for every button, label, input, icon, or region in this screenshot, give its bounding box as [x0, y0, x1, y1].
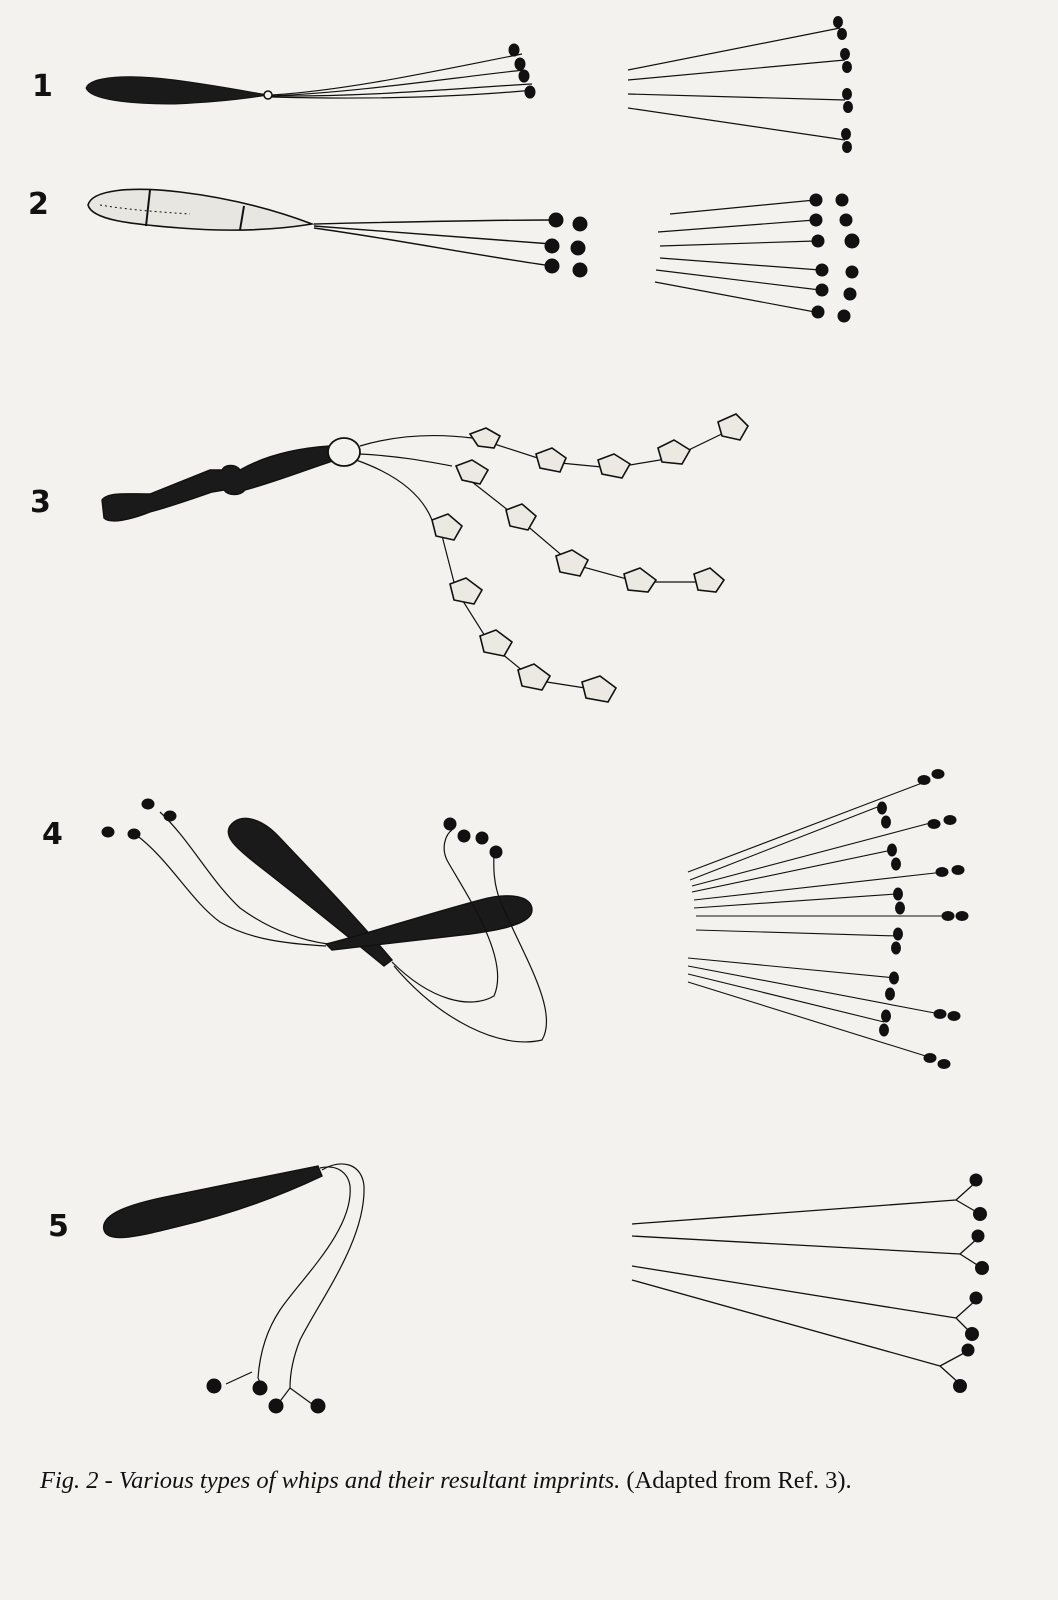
panel-number-3: 3 [30, 485, 51, 520]
panel-2-whip [87, 188, 588, 278]
panel-number-2: 2 [28, 187, 49, 222]
panel-1-imprint [627, 16, 853, 153]
caption-source: (Adapted from Ref. 3). [626, 1467, 852, 1494]
panel-number-5: 5 [48, 1209, 69, 1244]
panel-1-whip [85, 43, 536, 105]
panel-4-whip [101, 798, 548, 1043]
panel-3-whip [101, 413, 749, 703]
caption-title: Fig. 2 - Various types of whips and thei… [40, 1467, 621, 1494]
panel-5-imprint [631, 1173, 989, 1393]
panel-2-imprint [654, 193, 860, 323]
panel-number-1: 1 [32, 69, 53, 104]
panel-number-4: 4 [42, 817, 63, 852]
panel-5-whip [103, 1163, 365, 1414]
figure-caption: Fig. 2 - Various types of whips and thei… [40, 1467, 1040, 1495]
panel-4-imprint [687, 769, 969, 1069]
